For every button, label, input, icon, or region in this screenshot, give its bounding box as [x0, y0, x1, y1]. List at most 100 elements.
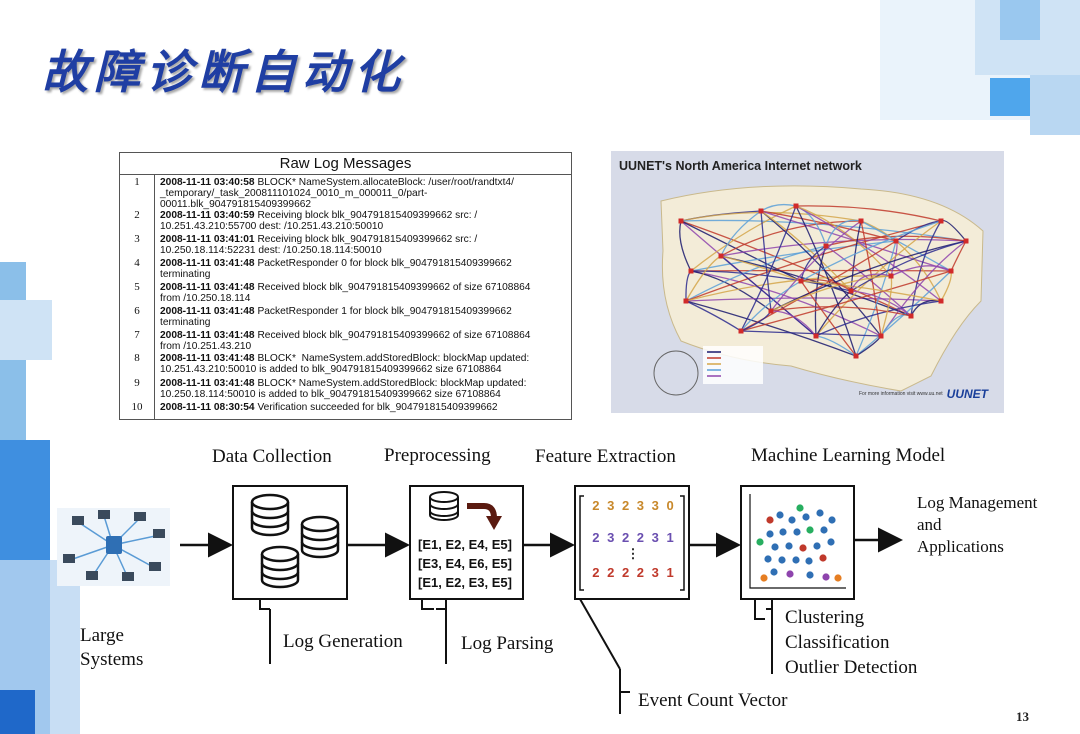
log-row-number: 7 [134, 329, 140, 341]
database-icon [250, 493, 290, 537]
log-timestamp: 2008-11-11 03:41:48 [160, 353, 255, 364]
log-row-number: 2 [134, 209, 140, 221]
event-sequence: [E1, E2, E3, E5] [418, 575, 512, 590]
log-row-number: 6 [134, 305, 140, 317]
log-row-number: 10 [131, 401, 143, 413]
network-link [690, 205, 797, 272]
map-title: UUNET's North America Internet network [619, 159, 862, 173]
network-link [815, 290, 852, 337]
log-timestamp: 2008-11-11 03:41:48 [160, 378, 255, 389]
network-link [760, 210, 852, 292]
count-vector-row: ⋮ [626, 546, 642, 561]
network-link [825, 245, 912, 317]
network-node [858, 218, 864, 224]
log-row-number: 3 [134, 233, 140, 245]
network-link [685, 300, 742, 332]
log-generation-label: Log Generation [283, 631, 403, 652]
network-links [679, 203, 967, 357]
network-link [910, 220, 942, 317]
slide-title: 故障诊断自动化 [42, 45, 406, 99]
log-message-cont: terminating [160, 269, 211, 280]
network-link [800, 280, 857, 357]
log-row-text: 2008-11-11 03:41:48 BLOCK* NameSystem.ad… [160, 353, 568, 375]
network-link [825, 219, 862, 247]
log-timestamp: 2008-11-11 03:41:48 [160, 258, 255, 269]
map-info: For more information visit www.uu.net [859, 391, 943, 397]
network-link [680, 220, 912, 317]
scatter-point [771, 543, 779, 551]
task-classification: Classification [785, 632, 890, 653]
network-node [738, 328, 744, 334]
log-message-cont: from /10.250.18.114 [160, 293, 251, 304]
log-timestamp: 2008-11-11 03:41:01 [160, 234, 255, 245]
matrix-left-bracket [579, 495, 584, 591]
network-link [815, 335, 857, 357]
raw-log-header: Raw Log Messages [120, 153, 571, 175]
network-link [740, 280, 802, 332]
network-link [800, 280, 942, 302]
network-link [720, 238, 967, 257]
network-node [878, 333, 884, 339]
scatter-point [828, 516, 836, 524]
feature-extraction-box [574, 485, 690, 600]
log-row-number: 8 [134, 352, 140, 364]
log-timestamp: 2008-11-11 03:41:48 [160, 282, 255, 293]
scatter-point [779, 528, 787, 536]
network-node [793, 203, 799, 209]
ml-tasks-list: Clustering Classification Outlier Detect… [785, 605, 917, 680]
network-node [963, 238, 969, 244]
uunet-logo: UUNET [946, 387, 988, 401]
cluster-scatter [756, 504, 842, 582]
log-message: BLOCK* NameSystem.addStoredBlock: blockM… [254, 353, 530, 364]
network-link [800, 279, 852, 292]
log-message-cont: 10.251.43.210:50010 is added to blk_9047… [160, 364, 502, 375]
scatter-point [778, 556, 786, 564]
scatter-point [819, 554, 827, 562]
network-link [690, 270, 882, 337]
scatter-point [834, 574, 842, 582]
network-nodes [678, 203, 969, 359]
large-systems-label: Large Systems [80, 625, 144, 670]
log-message: Receiving block blk_904791815409399662 s… [254, 234, 478, 245]
count-vector-row: 2 3 2 3 3 0 [592, 498, 676, 513]
log-timestamp: 2008-11-11 08:30:54 [160, 402, 255, 413]
network-link [770, 220, 862, 312]
scatter-point [770, 568, 778, 576]
log-row-text: 2008-11-11 03:40:58 BLOCK* NameSystem.al… [160, 177, 568, 210]
page-number: 13 [1016, 709, 1029, 724]
scatter-point [760, 574, 768, 582]
log-message-cont: _temporary/_task_200811101024_0010_m_000… [160, 188, 428, 199]
network-node [718, 253, 724, 259]
network-link [685, 220, 942, 302]
stage-data-collection: Data Collection [212, 446, 332, 467]
network-node [758, 208, 764, 214]
network-node [823, 243, 829, 249]
scatter-point [792, 556, 800, 564]
network-link [760, 203, 797, 212]
network-link [679, 220, 692, 272]
network-link [690, 270, 772, 312]
network-node [908, 313, 914, 319]
parser-database-icon [429, 491, 459, 521]
network-map-graphic [653, 185, 984, 396]
scatter-point [785, 542, 793, 550]
column-divider [154, 174, 155, 419]
scatter-point [793, 528, 801, 536]
count-vector-row: 2 3 2 2 3 1 [592, 530, 676, 545]
network-link [825, 235, 967, 247]
log-row-number: 9 [134, 377, 140, 389]
network-link [720, 255, 912, 317]
network-link [685, 245, 827, 302]
scatter-point [766, 516, 774, 524]
scatter-point [799, 544, 807, 552]
network-link [770, 275, 892, 312]
scatter-point [776, 511, 784, 519]
network-link [855, 270, 952, 357]
parse-arrow-icon [467, 503, 497, 519]
log-timestamp: 2008-11-11 03:40:58 [160, 177, 255, 188]
scatter-point [764, 555, 772, 563]
network-node [688, 268, 694, 274]
log-message: BLOCK* NameSystem.addStoredBlock: blockM… [254, 378, 527, 389]
scatter-point [816, 509, 824, 517]
